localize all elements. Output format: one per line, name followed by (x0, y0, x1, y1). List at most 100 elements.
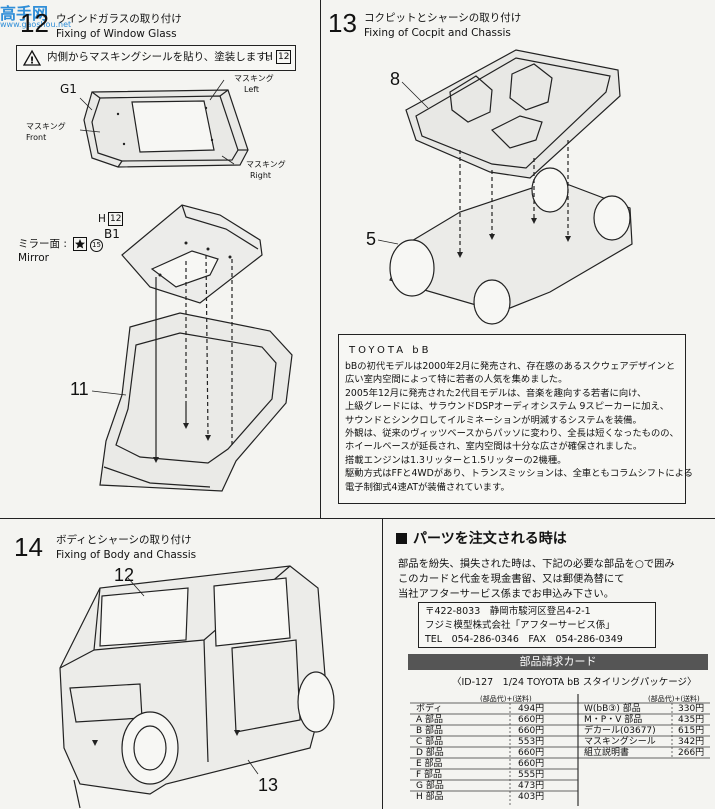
step-14-number: 14 (14, 532, 43, 562)
part-label-5: 5 (366, 229, 377, 249)
part-label-13: 13 (258, 775, 279, 795)
part-price: 330円 (678, 704, 705, 714)
part-name: M・P・V 部品 (584, 715, 643, 725)
step-14-title-jp: ボディとシャーシの取り付け (56, 534, 192, 546)
part-name: E 部品 (416, 759, 443, 769)
part-name: デカール(03677) (584, 726, 656, 736)
warning-text: 内側からマスキングシールを貼り、塗装します。 (47, 51, 277, 63)
part-price: 473円 (518, 781, 545, 791)
part-name: F 部品 (416, 770, 443, 780)
warning-icon: ! (22, 49, 42, 67)
part-price: 660円 (518, 759, 545, 769)
mask-right-en: Right (250, 171, 272, 180)
description-line: 搭載エンジンは1.3リッターと1.5リッターの2機種。 (345, 454, 567, 466)
order-heading-text: パーツを注文される時は (413, 531, 567, 547)
order-body-line: 当社アフターサービス係までお申込み下さい。 (398, 588, 615, 600)
part-name: G 部品 (416, 781, 444, 791)
part-price: 266円 (678, 748, 705, 758)
mask-left-jp: マスキング (234, 74, 274, 83)
part-price: 660円 (518, 748, 545, 758)
description-heading: TOYOTA bB (349, 345, 432, 356)
part-label-b1: B1 (104, 227, 120, 241)
step-12-title-jp: ウインドガラスの取り付け (56, 13, 182, 25)
order-body-line: このカードと代金を現金書留、又は郵便為替にて (398, 573, 625, 585)
part-price: 403円 (518, 792, 545, 802)
roof-masking-drawing (79, 79, 249, 168)
order-body: 部品を紛失、損失された時は、下記の必要な部品を○で囲み このカードと代金を現金書… (398, 557, 675, 602)
part-label-11: 11 (70, 379, 89, 399)
parts-table: (部品代)+(送料) (部品代)+(送料) ボディ 494円 A 部品 660円 B… (410, 694, 710, 806)
mirror-label-jp: ミラー面 : (18, 238, 67, 250)
ref-h-label: H (98, 213, 106, 225)
part-name: H 部品 (416, 792, 444, 802)
card-subtitle: 〈ID-127 1/24 TOYOTA bB スタイリングパッケージ〉 (452, 677, 697, 688)
part-name: D 部品 (416, 748, 444, 758)
part-price: 494円 (518, 704, 545, 714)
col-header-right: (部品代)+(送料) (648, 695, 700, 703)
part-price: 660円 (518, 715, 545, 725)
step-12-number: 12 (20, 8, 49, 38)
warning-ref-num: 12 (276, 50, 292, 64)
warning-ref: H (265, 51, 273, 63)
mirror-label-en: Mirror (18, 252, 49, 264)
step-13-title-en: Fixing of Cocpit and Chassis (364, 27, 511, 39)
description-line: bBの初代モデルは2000年2月に発売され、存在感のあるスクウェアデザインと (345, 361, 676, 372)
mask-left-en: Left (244, 85, 260, 94)
part-name: マスキングシール (584, 737, 656, 747)
part-price: 660円 (518, 726, 545, 736)
address-box: 〒422-8033 静岡市駿河区登呂4-2-1 フジミ模型株式会社「アフターサー… (418, 602, 656, 648)
part-price: 615円 (678, 726, 705, 736)
address-line: 〒422-8033 静岡市駿河区登呂4-2-1 (425, 606, 591, 617)
part-name: W(bB③) 部品 (584, 704, 641, 714)
description-line: 2005年12月に発売された2代目モデルは、音楽を趣向する若者に向け、 (345, 387, 647, 399)
ref-h-num: 12 (108, 212, 124, 226)
order-heading-square-icon (396, 533, 407, 544)
description-box: TOYOTA bB bBの初代モデルは2000年2月に発売され、存在感のあるスク… (338, 334, 693, 504)
part-name: C 部品 (416, 737, 444, 747)
mask-front-en: Front (26, 133, 47, 142)
order-heading: パーツを注文される時は (396, 528, 567, 548)
watermark-logo: 高手网 (0, 4, 49, 23)
step-14-title-en: Fixing of Body and Chassis (56, 549, 197, 561)
col-header-left: (部品代)+(送料) (480, 695, 532, 703)
part-label-12: 12 (114, 565, 135, 585)
watermark-url: www.gaoshou.net (0, 20, 72, 29)
part-price: 342円 (678, 737, 705, 747)
warning-box: ! 内側からマスキングシールを貼り、塗装します。 H 12 (16, 45, 296, 71)
part-name: A 部品 (416, 715, 444, 725)
description-body: bBの初代モデルは2000年2月に発売され、存在感のあるスクウェアデザインと 広… (345, 360, 693, 494)
description-line: ホイールベースが延長され、室内空間は十分な広さが確保されました。 (345, 441, 643, 453)
step-13-title-jp: コクピットとシャーシの取り付け (364, 12, 522, 24)
description-line: 外観は、従来のヴィッツベースからパッソに変わり、全長は短くなったものの、 (345, 428, 679, 440)
part-price: 553円 (518, 737, 545, 747)
mask-front-jp: マスキング (26, 122, 66, 131)
description-line: 駆動方式はFFと4WDがあり、トランスミッションは、全車ともコラムシフトによる (345, 468, 693, 480)
address-line: TEL 054-286-0346 FAX 054-286-0349 (425, 634, 623, 645)
part-name: ボディ (416, 704, 443, 714)
svg-text:!: ! (30, 56, 35, 67)
order-body-line: 部品を紛失、損失された時は、下記の必要な部品を○で囲み (398, 558, 675, 570)
mask-right-jp: マスキング (246, 160, 286, 169)
part-name: 組立説明書 (584, 748, 630, 758)
description-line: 電子制御式4速ATが装備されています。 (345, 481, 510, 493)
table-grid (410, 694, 710, 806)
description-line: 広い室内空間によって特に若者の人気を集めました。 (345, 374, 568, 386)
part-price: 435円 (678, 715, 705, 725)
part-name: B 部品 (416, 726, 444, 736)
step-13-number: 13 (328, 8, 357, 38)
star-icon (73, 237, 87, 251)
description-line: サウンドとシンクロしてイルミネーションが明滅するシステムを装備。 (345, 414, 642, 426)
description-line: 上級グレードには、サラウンドDSPオーディオシステム 9スピーカーに加え、 (345, 401, 670, 413)
mirror-code: 15 (90, 239, 103, 252)
cockpit-tub-drawing (91, 204, 293, 492)
car-body-drawing (59, 565, 335, 809)
step-12-title-en: Fixing of Window Glass (56, 28, 177, 40)
chassis-drawing (377, 49, 633, 325)
address-line: フジミ模型株式会社「アフターサービス係」 (425, 620, 615, 631)
divider-vertical-top (320, 0, 321, 518)
part-label-g1: G1 (60, 82, 77, 96)
part-price: 555円 (518, 770, 545, 780)
divider-vertical-bottom (382, 518, 383, 809)
part-label-8: 8 (390, 69, 401, 89)
